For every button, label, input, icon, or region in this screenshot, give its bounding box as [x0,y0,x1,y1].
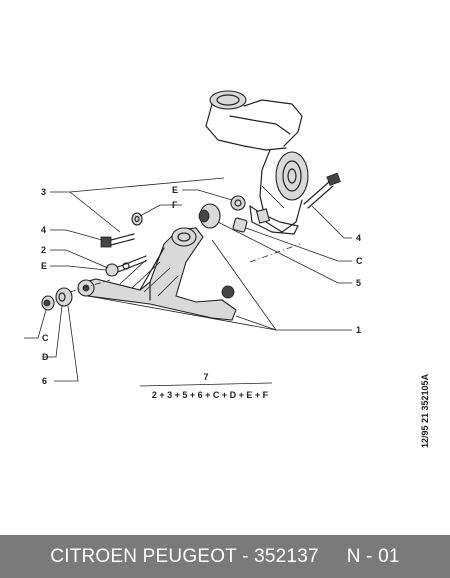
washer-f [131,212,143,226]
callout-4-right: 4 [356,233,361,243]
bolt-2 [105,255,147,277]
callout-c-right: C [356,256,363,266]
callout-f: F [172,200,178,210]
callout-6: 6 [42,376,47,386]
parts-diagram: 3 E F 4 2 E C D 6 4 C 5 1 7 2 + 3 + 5 + … [24,90,430,448]
bolt-3-4 [100,233,135,248]
callout-5: 5 [356,278,361,288]
callout-e-mid: E [41,261,47,271]
formula-kit-number: 7 [203,372,208,382]
reference-code: 12/95 21 352105A [420,373,430,448]
bushing-c-d-left [41,287,73,311]
wishbone-arm [77,227,237,321]
callout-c-left: C [42,333,49,343]
bolt-4-right [303,172,341,209]
callout-3: 3 [41,187,46,197]
footer-brand: CITROEN PEUGEOT - 352137 [50,545,319,567]
callout-4-left: 4 [41,225,46,235]
callout-labels: 3 E F 4 2 E C D 6 4 C 5 1 [41,185,363,386]
callout-1: 1 [356,325,361,335]
callout-2: 2 [41,245,46,255]
footer-bar: CITROEN PEUGEOT - 352137 N - 01 [0,535,450,578]
kit-formula: 7 2 + 3 + 5 + 6 + C + D + E + F [139,372,273,400]
washer-c-right [232,217,248,233]
steering-knuckle [205,90,309,235]
washer-e-top [230,195,246,211]
callout-d: D [42,352,49,362]
footer-page: N - 01 [346,545,400,567]
leader-lines [24,177,352,382]
bushing-5 [198,203,221,229]
callout-e-top: E [172,185,178,195]
formula-contents: 2 + 3 + 5 + 6 + C + D + E + F [152,390,269,400]
